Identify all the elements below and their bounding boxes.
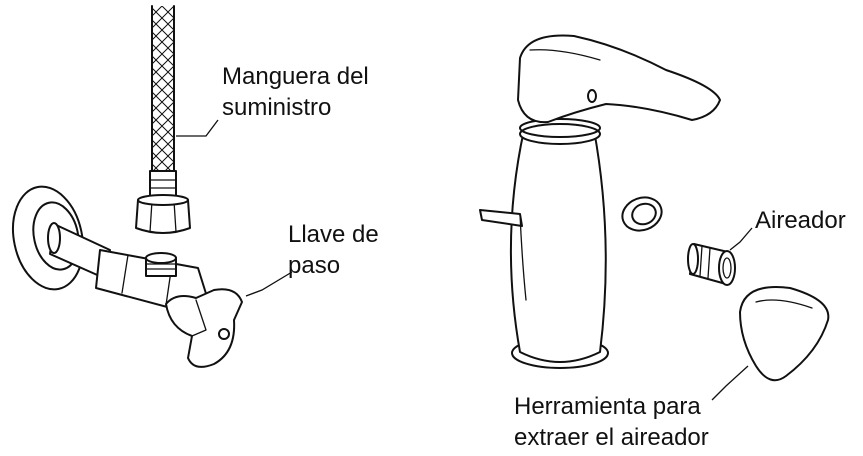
leader-valve: [245, 271, 293, 297]
supply-hose: [135, 5, 191, 234]
bidet-faucet: [479, 34, 721, 369]
faucet-collar: [519, 123, 601, 145]
aerator: [687, 243, 736, 286]
label-shutoff-valve-line2: paso: [288, 252, 340, 279]
hose-ferrule: [149, 170, 177, 198]
lever-indicator: [587, 89, 597, 103]
leader-aerator: [729, 227, 753, 251]
valve-handle: [165, 288, 243, 368]
tool-shell: [739, 286, 830, 382]
label-shutoff-valve-line1: Llave de: [288, 221, 379, 248]
leader-tool: [711, 365, 749, 401]
label-aerator: Aireador: [755, 207, 846, 234]
hose-braid: [152, 6, 174, 171]
handle-screw: [218, 328, 230, 340]
popup-lever: [479, 209, 523, 227]
lever-handle: [517, 34, 721, 124]
label-supply-hose-line1: Manguera del: [222, 63, 369, 90]
faucet-outlet: [621, 196, 663, 232]
leader-hose: [176, 119, 219, 137]
aerator-removal-tool: [739, 286, 830, 382]
label-tool-line2: extraer el aireador: [514, 424, 709, 451]
label-tool-line1: Herramienta para: [514, 393, 701, 420]
hose-nut: [135, 199, 191, 234]
faucet-body: [509, 129, 607, 363]
label-supply-hose-line2: suministro: [222, 94, 331, 121]
shutoff-valve: [12, 185, 243, 368]
